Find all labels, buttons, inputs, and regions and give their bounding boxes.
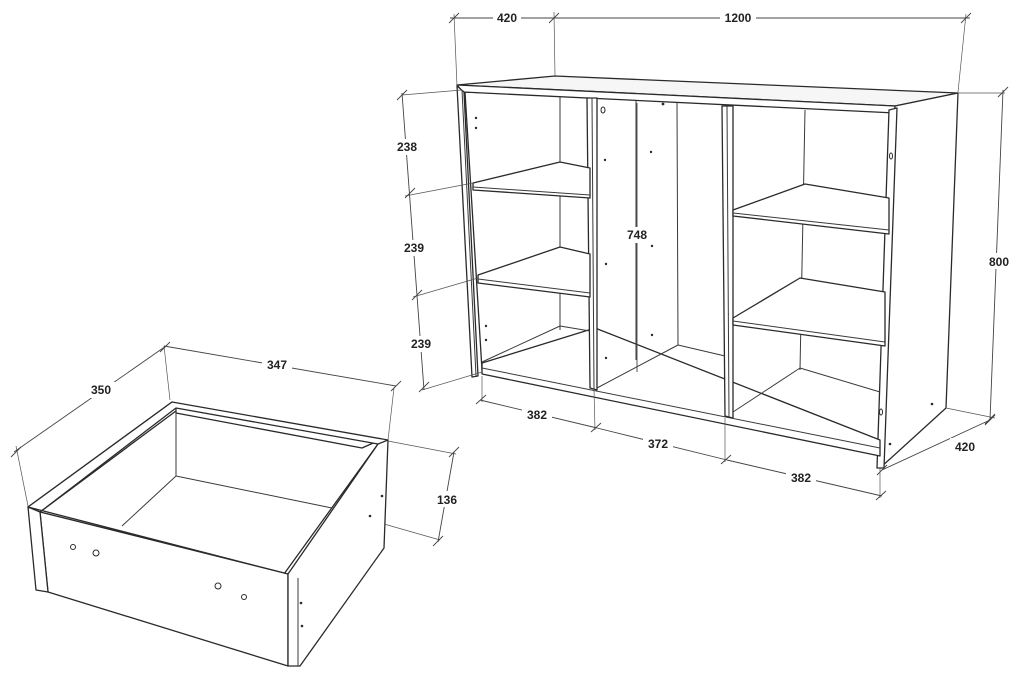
cabinet-dimensions: 420 1200 800 420 238 239 239 — [392, 10, 1015, 501]
dim-shelf-gap-middle: 239 — [404, 241, 424, 255]
drawer-hardware-holes — [70, 494, 384, 628]
dim-bay-center-width: 372 — [648, 437, 668, 451]
drawer — [27, 401, 389, 667]
cabinet-hardware-holes — [474, 102, 934, 446]
cabinet-right-shelf-upper — [732, 183, 890, 235]
drawer-dimensions: 350 347 136 — [10, 341, 463, 547]
drawer-front-panel — [39, 511, 289, 667]
cabinet-right-shelf-lower — [732, 277, 886, 347]
dim-shelf-gap-bottom: 239 — [411, 337, 431, 351]
cabinet-left-shelf-lower — [477, 246, 591, 298]
dim-cabinet-side-depth: 420 — [955, 440, 975, 454]
dim-cabinet-top-depth: 420 — [497, 11, 517, 25]
drawer-left-front-edge — [27, 506, 49, 593]
dim-bay-right-width: 382 — [791, 471, 811, 485]
dim-drawer-height: 136 — [437, 493, 457, 507]
dim-cabinet-height: 800 — [989, 255, 1009, 269]
dim-drawer-width: 347 — [267, 358, 287, 372]
dim-inner-height: 748 — [627, 228, 647, 242]
cabinet-right-divider — [721, 105, 734, 419]
dim-cabinet-width: 1200 — [725, 11, 752, 25]
dim-bay-left-width: 382 — [527, 408, 547, 422]
dim-drawer-depth: 350 — [91, 383, 111, 397]
drawer-right-side-panel — [287, 439, 389, 667]
cabinet — [456, 75, 959, 469]
dim-shelf-gap-top: 238 — [397, 140, 417, 154]
